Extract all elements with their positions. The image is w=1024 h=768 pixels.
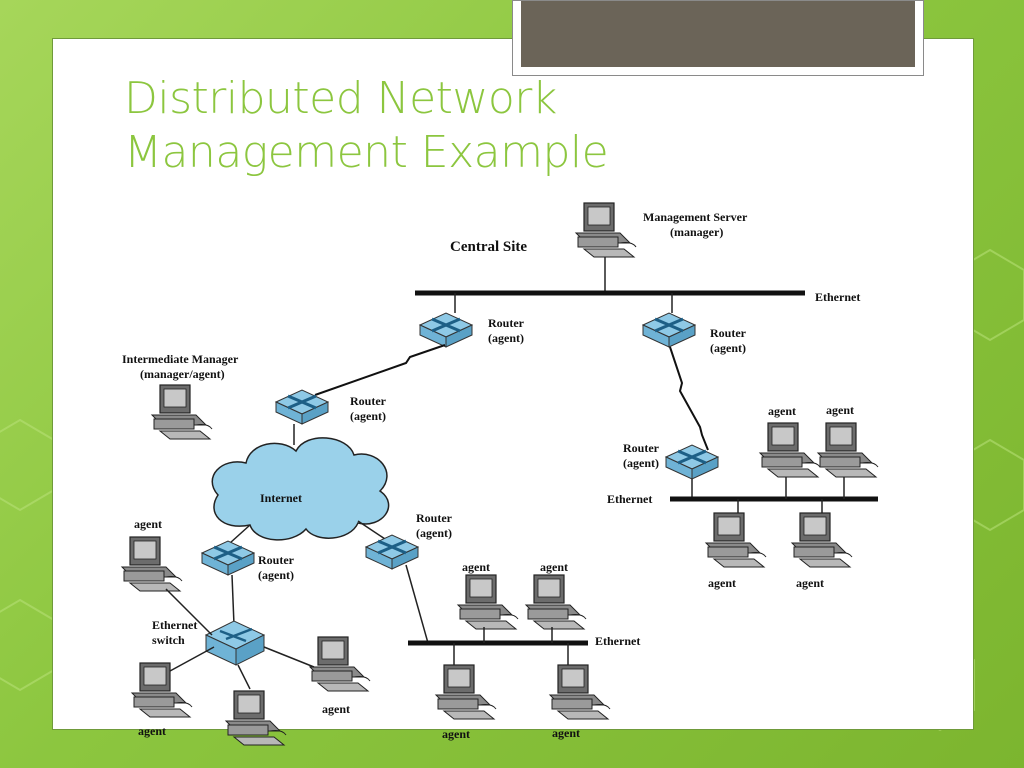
slide-panel bbox=[52, 38, 974, 730]
remote-router bbox=[664, 443, 720, 481]
bottom-agent-3-label: agent bbox=[442, 727, 470, 741]
title-line-2: Management Example bbox=[124, 127, 609, 178]
intermediate-manager-label: Intermediate Manager bbox=[122, 352, 239, 366]
remote-agent-1-label: agent bbox=[768, 404, 796, 418]
bottom-agent-1-label: agent bbox=[462, 560, 490, 574]
switch-agent-4-label: agent bbox=[322, 702, 350, 716]
intermediate-manager-computer bbox=[151, 384, 213, 440]
ethernet-switch-label: Ethernet bbox=[152, 618, 197, 632]
central-site-label: Central Site bbox=[450, 239, 527, 255]
wan-link-right bbox=[669, 346, 709, 451]
remote-agent-2-computer bbox=[817, 422, 879, 478]
switch-router-role: (agent) bbox=[258, 568, 294, 582]
central-router-left-label: Router bbox=[488, 316, 525, 330]
switch-agent-2-label: agent bbox=[138, 724, 166, 738]
switch-agent-3-computer bbox=[225, 690, 287, 746]
accent-bar bbox=[512, 0, 924, 76]
remote-agent-3-label: agent bbox=[708, 576, 736, 590]
central-router-left bbox=[418, 311, 474, 349]
central-router-right bbox=[641, 311, 697, 349]
remote-ethernet-label: Ethernet bbox=[607, 492, 652, 506]
management-server-role: (manager) bbox=[670, 225, 723, 239]
ethernet-switch-label-2: switch bbox=[152, 633, 185, 647]
internet-router-top-role: (agent) bbox=[350, 409, 386, 423]
network-diagram: Central Site Management Server (manager)… bbox=[121, 202, 879, 746]
remote-agent-1-computer bbox=[759, 422, 821, 478]
switch-agent-4-computer bbox=[309, 636, 371, 692]
central-router-right-label: Router bbox=[710, 326, 747, 340]
bottom-ethernet-label: Ethernet bbox=[595, 634, 640, 648]
remote-agent-2-label: agent bbox=[826, 403, 854, 417]
wan-link-left bbox=[314, 344, 446, 396]
remote-router-label: Router bbox=[623, 441, 660, 455]
remote-router-role: (agent) bbox=[623, 456, 659, 470]
internet-router-top bbox=[274, 388, 330, 426]
intermediate-manager-role: (manager/agent) bbox=[140, 367, 225, 381]
bottom-agent-4-computer bbox=[549, 664, 611, 720]
internet-router-right bbox=[364, 533, 420, 571]
bottom-agent-1-computer bbox=[457, 574, 519, 630]
slide-title: Distributed Network Management Example bbox=[124, 72, 724, 180]
central-router-right-role: (agent) bbox=[710, 341, 746, 355]
bottom-agent-4-label: agent bbox=[552, 726, 580, 740]
bottom-agent-2-computer bbox=[525, 574, 587, 630]
ethernet-switch bbox=[204, 620, 266, 666]
internet-cloud bbox=[211, 437, 390, 541]
bottom-agent-3-computer bbox=[435, 664, 497, 720]
internet-router-right-label: Router bbox=[416, 511, 453, 525]
switch-agent-1-computer bbox=[121, 536, 183, 592]
switch-agent-1-label: agent bbox=[134, 517, 162, 531]
remote-agent-4-label: agent bbox=[796, 576, 824, 590]
internet-label: Internet bbox=[260, 491, 302, 505]
switch-agent-2-computer bbox=[131, 662, 193, 718]
management-server-computer bbox=[575, 202, 637, 258]
switch-router-label: Router bbox=[258, 553, 295, 567]
internet-router-top-label: Router bbox=[350, 394, 387, 408]
switch-router bbox=[200, 539, 256, 577]
management-server-label: Management Server bbox=[643, 210, 748, 224]
central-router-left-role: (agent) bbox=[488, 331, 524, 345]
bottom-agent-2-label: agent bbox=[540, 560, 568, 574]
title-line-1: Distributed Network bbox=[124, 73, 557, 124]
internet-router-right-role: (agent) bbox=[416, 526, 452, 540]
remote-agent-3-computer bbox=[705, 512, 767, 568]
remote-agent-4-computer bbox=[791, 512, 853, 568]
central-ethernet-label: Ethernet bbox=[815, 290, 860, 304]
